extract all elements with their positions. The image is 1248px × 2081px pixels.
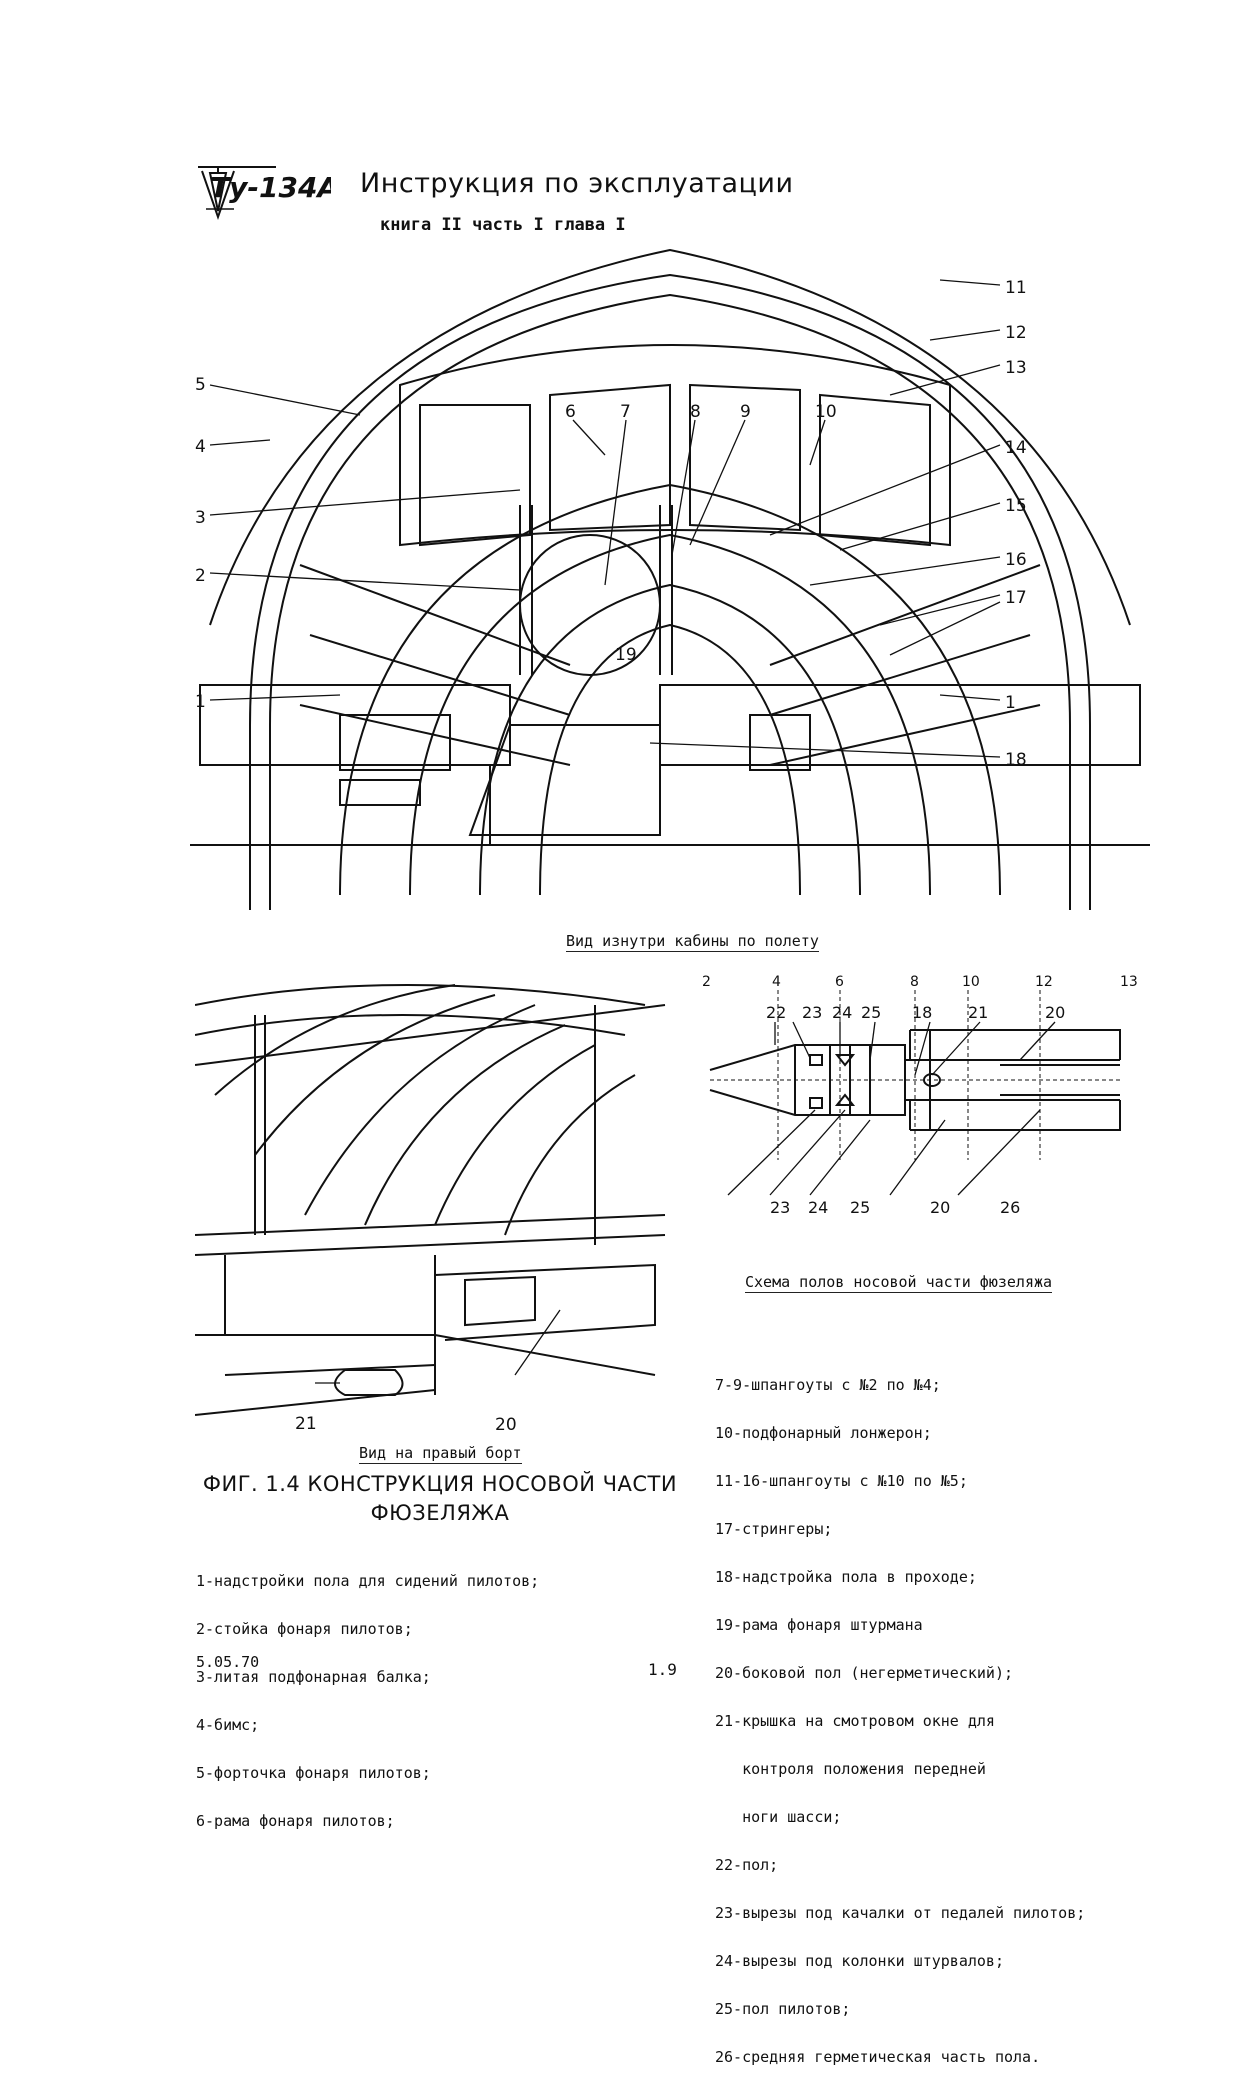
legend-item: контроля положения передней [715, 1760, 986, 1778]
logo-text: Ту-134А [210, 171, 331, 204]
floor-callout-24-bottom: 24 [808, 1198, 828, 1217]
callout-9: 9 [740, 402, 751, 422]
callout-8: 8 [690, 402, 701, 422]
callout-17: 17 [1005, 588, 1027, 608]
callout-6: 6 [565, 402, 576, 422]
callout-13: 13 [1005, 358, 1027, 378]
legend-item: 22-пол; [715, 1856, 779, 1874]
legend-item: 18-надстройка пола в проходе; [715, 1568, 977, 1586]
callout-2: 2 [195, 566, 206, 586]
scale-2: 2 [702, 974, 711, 990]
floor-callout-26: 26 [1000, 1198, 1020, 1217]
caption-floor-scheme: Схема полов носовой части фюзеляжа [745, 1273, 1053, 1293]
callout-1-left: 1 [195, 692, 206, 712]
callout-3: 3 [195, 508, 206, 528]
tu-logo: Ту-134А [198, 166, 331, 221]
scale-13: 13 [1120, 974, 1138, 990]
legend-left: 1-надстройки пола для сидений пилотов; 2… [196, 1541, 539, 1845]
figure-title-line-2: ФЮЗЕЛЯЖА [370, 1501, 510, 1525]
scale-4: 4 [772, 974, 781, 990]
callout-11: 11 [1005, 278, 1027, 298]
callout-20-side: 20 [495, 1415, 517, 1435]
footer-date: 5.05.70 [196, 1653, 260, 1671]
scale-10: 10 [962, 974, 980, 990]
callout-1-right: 1 [1005, 693, 1016, 713]
floor-callout-23-bottom: 23 [770, 1198, 790, 1217]
legend-item: 2-стойка фонаря пилотов; [196, 1620, 413, 1638]
floor-callout-22: 22 [766, 1003, 786, 1022]
legend-item: 10-подфонарный лонжерон; [715, 1424, 932, 1442]
floor-callout-18: 18 [912, 1003, 932, 1022]
floor-callout-20-top: 20 [1045, 1003, 1065, 1022]
callout-21-side: 21 [295, 1414, 317, 1434]
scale-6: 6 [835, 974, 844, 990]
manual-subtitle: книга II часть I глава I [380, 215, 626, 235]
legend-right: 7-9-шпангоуты с №2 по №4; 10-подфонарный… [715, 1345, 1085, 2081]
callout-12: 12 [1005, 323, 1027, 343]
figure-title-line-1: ФИГ. 1.4 КОНСТРУКЦИЯ НОСОВОЙ ЧАСТИ [202, 1472, 678, 1496]
legend-item: ноги шасси; [715, 1808, 842, 1826]
floor-callout-23-top: 23 [802, 1003, 822, 1022]
legend-item: 17-стрингеры; [715, 1520, 833, 1538]
legend-item: 7-9-шпангоуты с №2 по №4; [715, 1376, 941, 1394]
cockpit-interior-drawing: 5 4 3 2 1 19 6 7 8 9 10 11 12 13 14 15 1… [190, 248, 1150, 910]
callout-7: 7 [620, 402, 631, 422]
legend-item: 25-пол пилотов; [715, 2000, 851, 2018]
legend-item: 23-вырезы под качалки от педалей пилотов… [715, 1904, 1086, 1922]
callout-16: 16 [1005, 550, 1027, 570]
floor-scheme-drawing: 2 4 6 8 10 12 13 [702, 974, 1138, 1217]
caption-cockpit-view: Вид изнутри кабины по полету [566, 932, 819, 952]
floor-callout-21: 21 [968, 1003, 988, 1022]
callout-4: 4 [195, 437, 206, 457]
callout-5: 5 [195, 375, 206, 395]
legend-item: 21-крышка на смотровом окне для [715, 1712, 995, 1730]
legend-item: 3-литая подфонарная балка; [196, 1668, 431, 1686]
legend-item: 24-вырезы под колонки штурвалов; [715, 1952, 1004, 1970]
legend-item: 19-рама фонаря штурмана [715, 1616, 923, 1634]
legend-item: 11-16-шпангоуты с №10 по №5; [715, 1472, 968, 1490]
callout-18: 18 [1005, 750, 1027, 770]
legend-item: 4-бимс; [196, 1716, 260, 1734]
figure-title: ФИГ. 1.4 КОНСТРУКЦИЯ НОСОВОЙ ЧАСТИ ФЮЗЕЛ… [200, 1470, 680, 1528]
legend-item: 1-надстройки пола для сидений пилотов; [196, 1572, 540, 1590]
starboard-side-drawing: 21 20 [195, 984, 666, 1435]
callout-15: 15 [1005, 496, 1027, 516]
page-number: 1.9 [648, 1660, 677, 1679]
callout-10: 10 [815, 402, 837, 422]
legend-item: 26-средняя герметическая часть пола. [715, 2048, 1041, 2066]
caption-starboard-view: Вид на правый борт [359, 1444, 522, 1464]
scale-8: 8 [910, 974, 919, 990]
manual-title: Инструкция по эксплуатации [360, 168, 794, 199]
floor-callout-25-bottom: 25 [850, 1198, 870, 1217]
legend-item: 5-форточка фонаря пилотов; [196, 1764, 431, 1782]
legend-item: 20-боковой пол (негерметический); [715, 1664, 1014, 1682]
legend-item: 6-рама фонаря пилотов; [196, 1812, 395, 1830]
floor-callout-25-top: 25 [861, 1003, 881, 1022]
callout-19: 19 [615, 645, 637, 665]
callout-14: 14 [1005, 438, 1027, 458]
scale-12: 12 [1035, 974, 1053, 990]
floor-callout-20-bottom: 20 [930, 1198, 950, 1217]
floor-callout-24-top: 24 [832, 1003, 852, 1022]
